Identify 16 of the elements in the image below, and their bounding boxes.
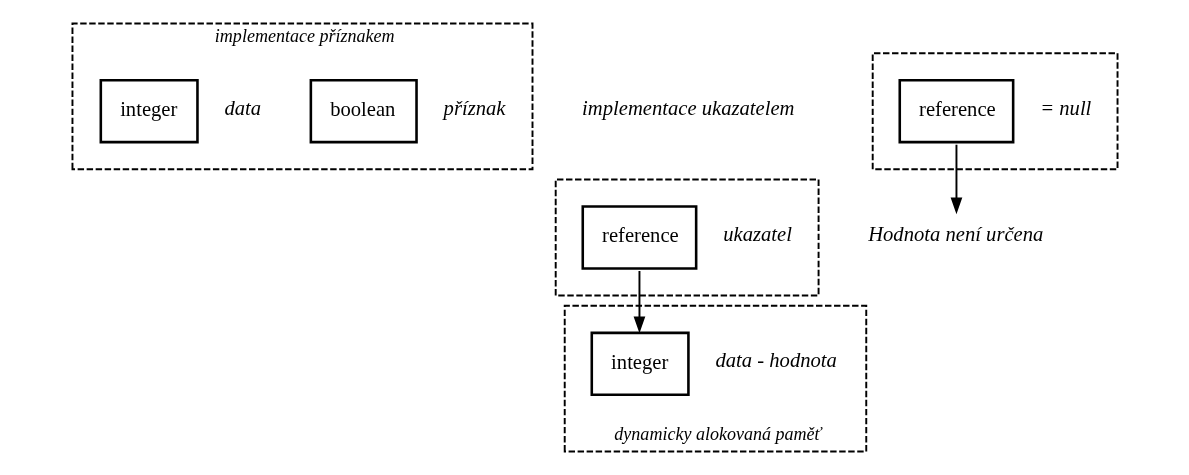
arrow	[950, 143, 962, 215]
arrow	[633, 270, 645, 334]
label: implementace ukazatelem	[581, 96, 794, 119]
cluster	[554, 178, 820, 297]
node-box: integer	[590, 331, 690, 396]
node-text: Hodnota není určena	[867, 223, 1043, 246]
node-box: boolean	[309, 79, 418, 144]
node-box: reference	[580, 205, 697, 270]
node-label: = null	[1039, 96, 1091, 119]
cluster	[871, 52, 1118, 171]
node-label: data	[224, 96, 261, 119]
node-label: ukazatel	[722, 223, 792, 246]
node-label: data - hodnota	[714, 349, 837, 372]
node-label: příznak	[443, 96, 505, 119]
node-box: reference	[897, 79, 1014, 144]
node-box: integer	[99, 79, 199, 144]
